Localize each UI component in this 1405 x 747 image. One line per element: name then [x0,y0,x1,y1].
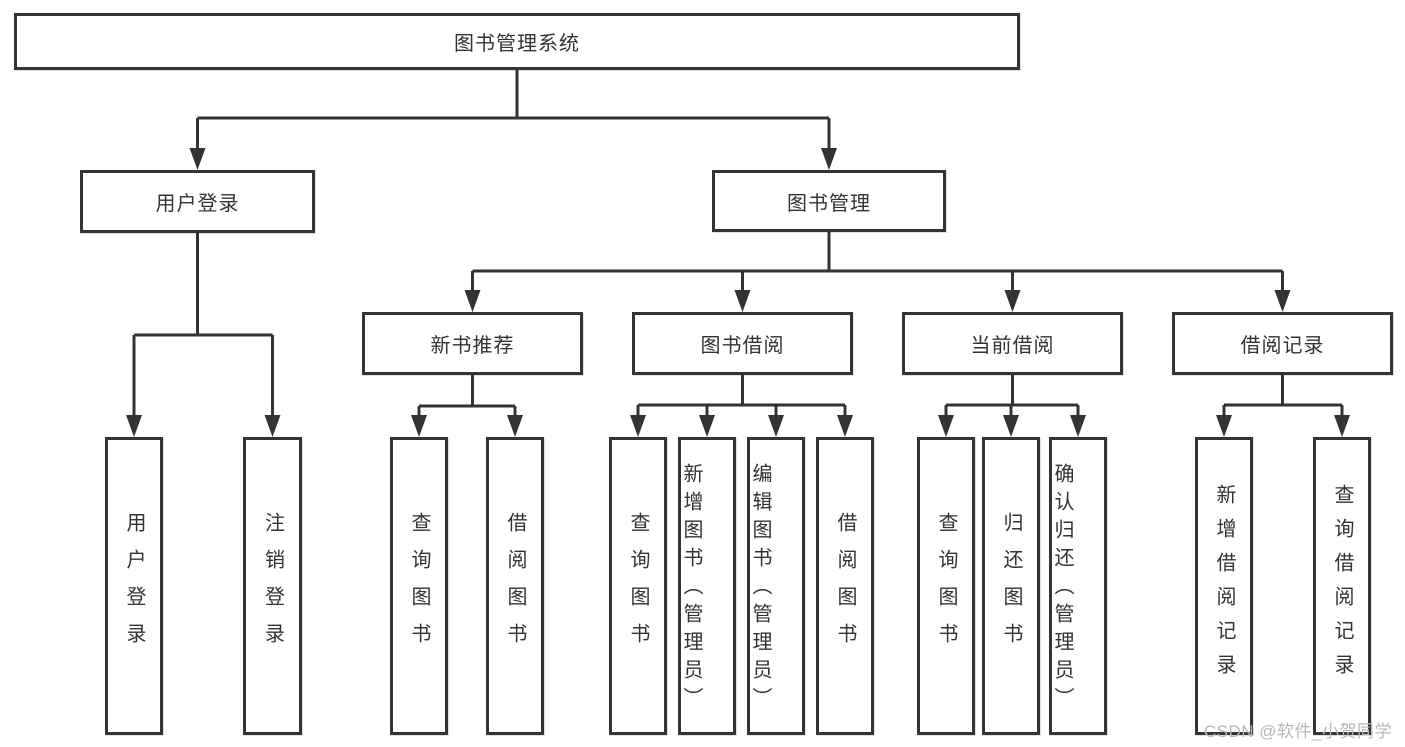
leaf-label: 归还图书 [1000,512,1022,660]
node-book-borrow: 图书借阅 [632,312,853,375]
leaf-add-borrow-record: 新增借阅记录 [1195,437,1253,735]
arrowheads [126,148,1350,437]
leaf-label: 查询图书 [935,512,957,660]
leaf-query-books: 查询图书 [390,437,448,735]
leaf-label: 编辑图书（管理员） [749,463,771,715]
leaf-label: 注销登录 [261,512,284,660]
leaf-label: 查询图书 [627,512,649,660]
leaf-return-books: 归还图书 [982,437,1040,735]
node-user-login-branch: 用户登录 [80,170,315,233]
leaf-borrow-books: 借阅图书 [486,437,544,735]
node-label: 借阅记录 [1240,335,1325,357]
node-label: 图书管理 [787,192,871,215]
leaf-label: 新增借阅记录 [1213,484,1235,688]
node-root-system: 图书管理系统 [14,13,1020,70]
leaf-label: 借阅图书 [504,512,526,660]
csdn-watermark: CSDN @软件_小贺同学 [1203,722,1392,741]
node-current-borrow: 当前借阅 [902,312,1123,375]
leaf-logout: 注销登录 [243,437,302,735]
node-borrow-record: 借阅记录 [1172,312,1393,375]
leaf-user-login: 用户登录 [105,437,163,735]
leaf-label: 新增图书（管理员） [680,463,702,715]
leaf-label: 查询图书 [408,512,430,660]
leaf-query-books: 查询图书 [609,437,667,735]
node-root-label: 图书管理系统 [454,33,580,55]
node-new-book-recommend: 新书推荐 [362,312,583,375]
node-label: 当前借阅 [970,335,1055,357]
node-label: 用户登录 [155,193,240,215]
leaf-label: 查询借阅记录 [1331,484,1353,688]
leaf-add-books-admin: 新增图书（管理员） [678,437,736,735]
node-label: 新书推荐 [430,335,515,357]
node-book-management-branch: 图书管理 [712,170,946,232]
leaf-borrow-books: 借阅图书 [816,437,874,735]
node-label: 图书借阅 [700,335,785,357]
leaf-query-borrow-record: 查询借阅记录 [1313,437,1371,735]
leaf-edit-books-admin: 编辑图书（管理员） [747,437,805,735]
leaf-query-books: 查询图书 [917,437,975,735]
leaf-confirm-return-admin: 确认归还（管理员） [1049,437,1107,735]
leaf-label: 确认归还（管理员） [1051,463,1073,715]
leaf-label: 借阅图书 [834,512,856,660]
leaf-label: 用户登录 [123,512,145,660]
